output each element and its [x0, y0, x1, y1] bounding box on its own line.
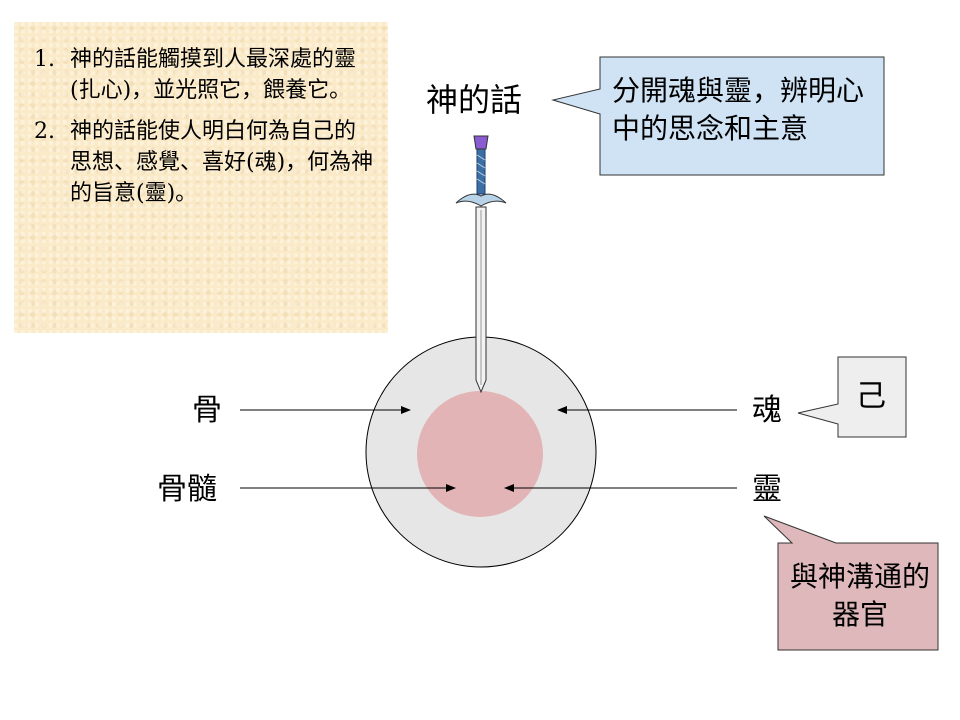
inner-circle [417, 391, 543, 517]
note-item-1: 1. 神的話能觸摸到人最深處的靈(扎心)，並光照它，餵養它。 [34, 44, 374, 106]
divide-callout-text: 分開魂與靈，辨明心中的思念和主意 [612, 74, 865, 145]
note-text: 神的話能觸摸到人最深處的靈(扎心)，並光照它，餵養它。 [70, 47, 357, 103]
note-number: 1. [34, 47, 55, 72]
marrow-label: 骨髓 [157, 472, 217, 507]
soul-label: 魂 [752, 393, 782, 428]
self-callout [797, 356, 907, 438]
bone-label: 骨 [192, 393, 222, 428]
organ-callout [763, 515, 939, 651]
spirit-label: 靈 [752, 472, 782, 507]
word-of-god-label: 神的話 [426, 81, 523, 119]
self-callout-text: 己 [856, 379, 886, 414]
notes-panel: 1. 神的話能觸摸到人最深處的靈(扎心)，並光照它，餵養它。 2. 神的話能使人… [14, 22, 388, 333]
note-item-2: 2. 神的話能使人明白何為自己的思想、感覺、喜好(魂)，何為神的旨意(靈)。 [34, 116, 374, 209]
divide-callout [551, 56, 885, 176]
note-number: 2. [34, 119, 55, 144]
sword-icon [455, 135, 507, 394]
note-text: 神的話能使人明白何為自己的思想、感覺、喜好(魂)，何為神的旨意(靈)。 [70, 119, 374, 206]
organ-callout-text: 與神溝通的器官 [790, 560, 931, 631]
